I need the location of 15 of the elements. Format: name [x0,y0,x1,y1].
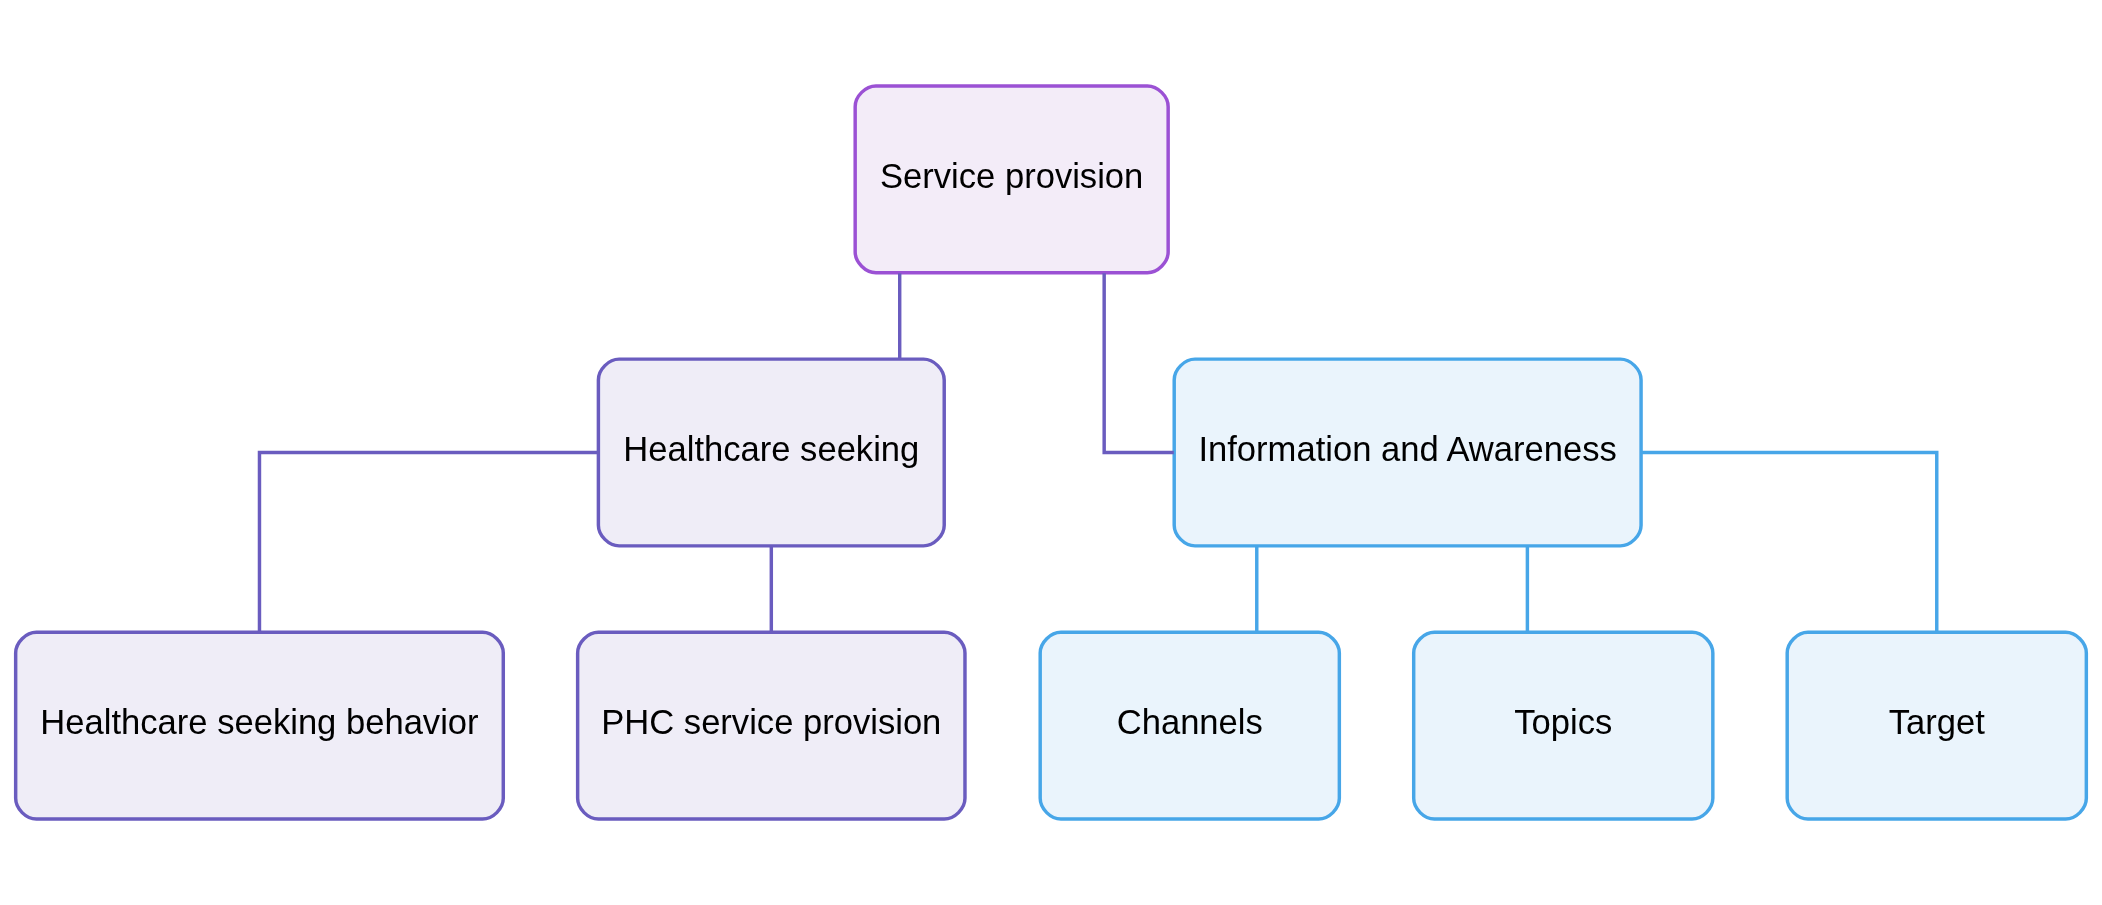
node-box: Target [1785,630,2089,821]
node-box: Channels [1038,630,1342,821]
connector [1525,546,1530,632]
connector [769,546,774,632]
node-box: Healthcare seeking behavior [13,630,506,821]
connector [1255,546,1259,632]
node-box: Information and Awareness [1172,357,1643,548]
node-box: Topics [1411,630,1715,821]
node-box: Healthcare seeking [596,357,946,548]
connector [257,450,599,632]
node-box: PHC service provision [575,630,967,821]
connector [897,273,902,359]
node-box: Service provision [853,84,1170,275]
connector [1641,450,1939,632]
connector [1102,273,1174,455]
